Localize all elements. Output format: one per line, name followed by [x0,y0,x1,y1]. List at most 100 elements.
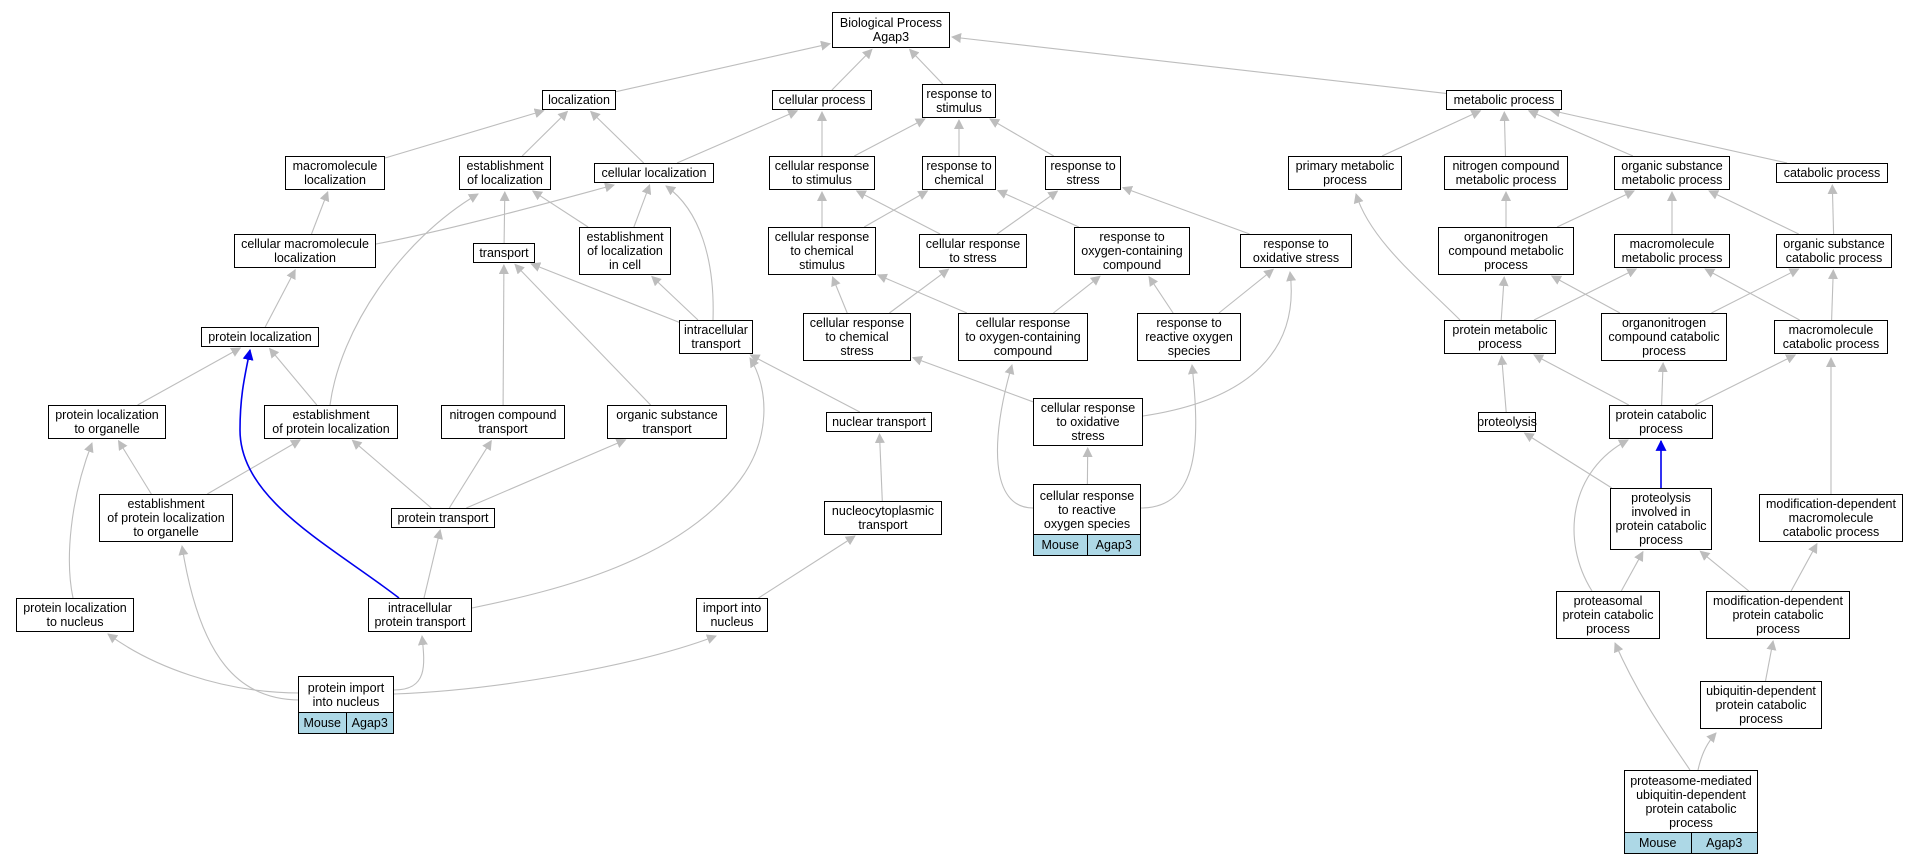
node-proteasomal-protein-catabolic-process[interactable]: proteasomal protein catabolic process [1556,591,1660,639]
edge-organonitrogen-compound-catabolic-process-to-organonitrogen-compound-metabolic-process [1550,275,1621,314]
node-response-to-stimulus[interactable]: response to stimulus [922,84,996,118]
edge-intracellular-transport-to-transport [530,262,680,323]
node-proteasome-mediated-ubiquitin-dependent-protein-catabolic-process[interactable]: proteasome-mediated ubiquitin-dependent … [1624,770,1758,854]
node-cellular-localization[interactable]: cellular localization [594,163,714,183]
edge-cellular-response-to-chemical-stress-to-cellular-response-to-stress [889,268,950,314]
node-localization[interactable]: localization [542,90,616,110]
node-cellular-response-to-reactive-oxygen-species[interactable]: cellular response to reactive oxygen spe… [1033,484,1141,556]
edge-cellular-response-to-oxygen-containing-compound-to-cellular-response-to-chemical-stimulus [876,273,968,314]
node-macromolecule-localization[interactable]: macromolecule localization [285,156,385,190]
node-establishment-of-protein-localization[interactable]: establishment of protein localization [264,405,398,439]
node-protein-transport[interactable]: protein transport [391,508,495,528]
node-response-to-chemical[interactable]: response to chemical [922,156,996,190]
edge-intracellular-transport-to-cellular-localization [665,185,714,321]
node-macromolecule-catabolic-process[interactable]: macromolecule catabolic process [1774,320,1888,354]
node-protein-catabolic-process[interactable]: protein catabolic process [1609,405,1713,439]
node-response-to-reactive-oxygen-species[interactable]: response to reactive oxygen species [1137,313,1241,361]
node-transport[interactable]: transport [473,243,535,263]
edge-establishment-of-protein-localization-to-organelle-to-establishment-of-protein-localization [207,439,301,495]
edge-intracellular-protein-transport-to-protein-localization [239,348,400,599]
node-protein-localization-to-organelle[interactable]: protein localization to organelle [48,405,166,439]
node-import-into-nucleus[interactable]: import into nucleus [696,598,768,632]
node-protein-localization-to-nucleus[interactable]: protein localization to nucleus [16,598,134,632]
node-macromolecule-metabolic-process[interactable]: macromolecule metabolic process [1614,234,1730,268]
species-cell-mouse[interactable]: Mouse [1034,535,1087,555]
edge-proteolysis-involved-in-protein-catabolic-process-to-proteolysis [1523,432,1613,489]
node-organic-substance-catabolic-process[interactable]: organic substance catabolic process [1776,234,1892,268]
gene-cell-agap3[interactable]: Agap3 [1086,535,1140,555]
node-cellular-response-to-reactive-oxygen-species-label: cellular response to reactive oxygen spe… [1039,488,1135,531]
edge-protein-transport-to-establishment-of-protein-localization [351,439,432,509]
node-response-to-oxygen-containing-compound[interactable]: response to oxygen-containing compound [1074,227,1190,275]
edge-establishment-of-protein-localization-to-organelle-to-protein-localization-to-organelle [117,439,152,495]
edge-nitrogen-compound-metabolic-process-to-metabolic-process [1499,111,1510,157]
node-modification-dependent-protein-catabolic-process[interactable]: modification-dependent protein catabolic… [1706,591,1850,639]
node-protein-metabolic-process[interactable]: protein metabolic process [1444,320,1556,354]
edge-proteasomal-protein-catabolic-process-to-proteolysis-involved-in-protein-catabolic-process [1620,550,1644,592]
edge-response-to-reactive-oxygen-species-to-response-to-oxygen-containing-compound [1148,275,1174,314]
node-response-to-oxidative-stress[interactable]: response to oxidative stress [1240,234,1352,268]
node-nucleocytoplasmic-transport[interactable]: nucleocytoplasmic transport [824,501,942,535]
node-nitrogen-compound-transport[interactable]: nitrogen compound transport [441,405,565,439]
edge-protein-metabolic-process-to-organonitrogen-compound-metabolic-process [1498,276,1509,321]
node-response-to-stress[interactable]: response to stress [1045,156,1121,190]
edge-establishment-of-localization-to-localization [521,110,569,157]
edge-macromolecule-catabolic-process-to-macromolecule-metabolic-process [1704,268,1800,321]
edge-cellular-response-to-oxidative-stress-to-response-to-oxidative-stress [1142,271,1297,417]
edge-establishment-of-protein-localization-to-protein-localization [268,347,318,406]
edge-cellular-response-to-reactive-oxygen-species-to-cellular-response-to-oxygen-containing-compound [996,364,1034,509]
node-ubiquitin-dependent-protein-catabolic-process[interactable]: ubiquitin-dependent protein catabolic pr… [1700,681,1822,729]
node-organonitrogen-compound-catabolic-process[interactable]: organonitrogen compound catabolic proces… [1601,313,1727,361]
species-cell-mouse[interactable]: Mouse [299,713,346,733]
node-nuclear-transport[interactable]: nuclear transport [826,412,932,432]
edge-intracellular-protein-transport-to-protein-transport [423,528,443,599]
node-cellular-response-to-oxidative-stress[interactable]: cellular response to oxidative stress [1033,398,1143,446]
edge-cellular-response-to-chemical-stimulus-to-response-to-chemical [863,190,929,228]
node-cellular-response-to-chemical-stimulus[interactable]: cellular response to chemical stimulus [768,227,876,275]
edge-organic-substance-catabolic-process-to-organic-substance-metabolic-process [1708,190,1799,235]
node-intracellular-transport[interactable]: intracellular transport [679,320,753,354]
node-cellular-response-to-stimulus[interactable]: cellular response to stimulus [769,156,875,190]
edge-establishment-of-localization-in-cell-to-establishment-of-localization [531,190,589,228]
node-protein-localization[interactable]: protein localization [201,327,319,347]
edge-cellular-macromolecule-localization-to-macromolecule-localization [310,190,330,235]
species-cell-mouse[interactable]: Mouse [1625,833,1691,853]
edge-response-to-stress-to-response-to-stimulus [989,118,1054,157]
node-proteolysis[interactable]: proteolysis [1477,412,1537,432]
edge-cellular-response-to-oxidative-stress-to-cellular-response-to-chemical-stress [911,356,1034,403]
edge-organonitrogen-compound-catabolic-process-to-organic-substance-catabolic-process [1711,268,1800,314]
node-establishment-of-localization[interactable]: establishment of localization [459,156,551,190]
node-organic-substance-transport[interactable]: organic substance transport [607,405,727,439]
node-establishment-of-localization-in-cell[interactable]: establishment of localization in cell [579,227,671,275]
edge-nuclear-transport-to-intracellular-transport [749,354,861,413]
node-cellular-response-to-oxygen-containing-compound[interactable]: cellular response to oxygen-containing c… [958,313,1088,361]
node-proteolysis-involved-in-protein-catabolic-process[interactable]: proteolysis involved in protein cataboli… [1610,488,1712,550]
node-metabolic-process[interactable]: metabolic process [1446,90,1562,110]
gene-cell-agap3[interactable]: Agap3 [1690,833,1757,853]
node-cellular-response-to-stress[interactable]: cellular response to stress [919,234,1027,268]
node-cellular-process[interactable]: cellular process [772,90,872,110]
node-cellular-macromolecule-localization[interactable]: cellular macromolecule localization [234,234,376,268]
node-organonitrogen-compound-metabolic-process[interactable]: organonitrogen compound metabolic proces… [1438,227,1574,275]
edge-primary-metabolic-process-to-metabolic-process [1381,110,1482,157]
edge-protein-transport-to-organic-substance-transport [466,438,627,509]
node-establishment-of-protein-localization-to-organelle[interactable]: establishment of protein localization to… [99,494,233,542]
node-cellular-response-to-chemical-stress[interactable]: cellular response to chemical stress [803,313,911,361]
node-nitrogen-compound-metabolic-process[interactable]: nitrogen compound metabolic process [1444,156,1568,190]
node-modification-dependent-macromolecule-catabolic-process[interactable]: modification-dependent macromolecule cat… [1759,494,1903,542]
edge-nucleocytoplasmic-transport-to-nuclear-transport [874,433,885,502]
node-biological-process[interactable]: Biological Process Agap3 [832,12,950,48]
edge-protein-metabolic-process-to-primary-metabolic-process [1353,193,1461,321]
node-catabolic-process[interactable]: catabolic process [1776,163,1888,183]
edge-modification-dependent-protein-catabolic-process-to-modification-dependent-macromolecule-catabolic-process [1790,542,1818,592]
node-organic-substance-metabolic-process[interactable]: organic substance metabolic process [1614,156,1730,190]
edge-import-into-nucleus-to-nucleocytoplasmic-transport [758,535,856,599]
edge-cellular-process-to-biological-process [831,48,873,91]
node-intracellular-protein-transport[interactable]: intracellular protein transport [368,598,472,632]
edge-proteasome-mediated-ubiquitin-dependent-protein-catabolic-process-to-proteasomal-protein-catabolic-process [1614,642,1691,771]
edge-catabolic-process-to-metabolic-process [1549,107,1788,164]
node-primary-metabolic-process[interactable]: primary metabolic process [1288,156,1402,190]
gene-cell-agap3[interactable]: Agap3 [345,713,393,733]
